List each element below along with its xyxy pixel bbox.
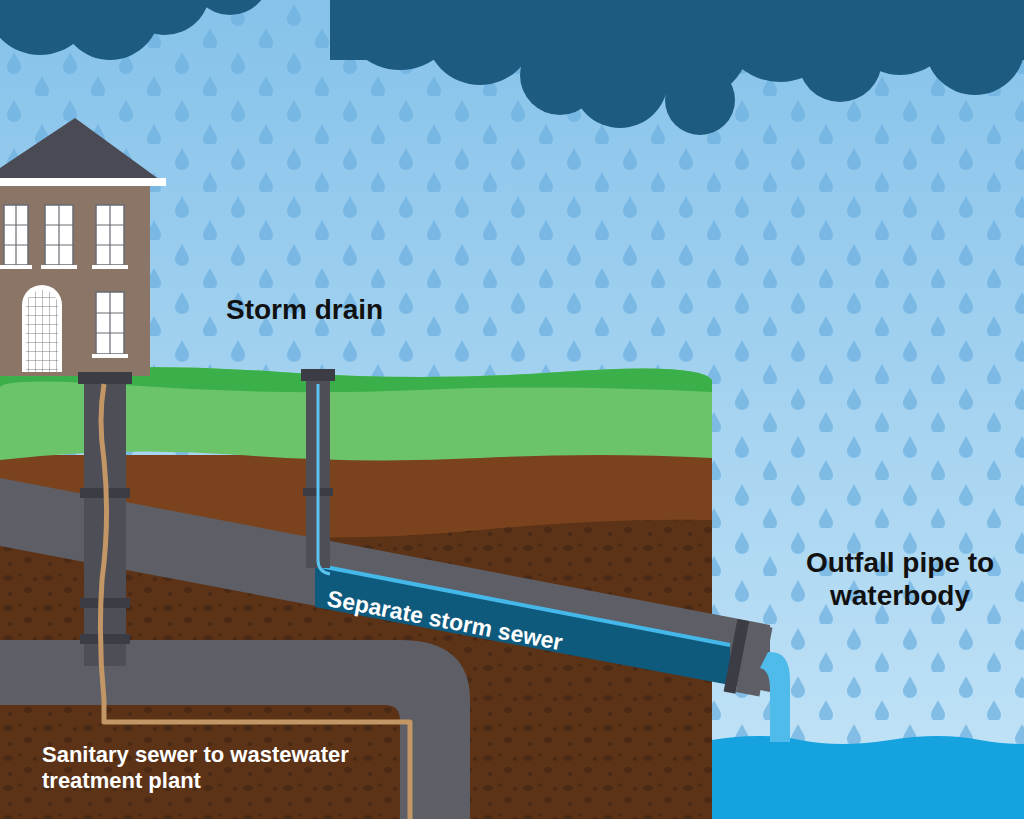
outfall-label: Outfall pipe to waterbody — [782, 546, 1018, 612]
clouds — [0, 0, 1024, 135]
pipe-label: Separate storm sewer — [325, 585, 625, 668]
pipe-label: Sanitary sewer to wastewater treatment p… — [42, 742, 382, 794]
outfall-stream — [760, 652, 790, 742]
storm-drain-label: Storm drain — [226, 293, 426, 326]
house — [0, 118, 166, 376]
waterbody — [712, 736, 1024, 819]
sanitary-sewer-pipe — [0, 640, 470, 819]
storm-sewer-water — [315, 565, 730, 685]
storm-drain-pipe — [301, 369, 335, 574]
